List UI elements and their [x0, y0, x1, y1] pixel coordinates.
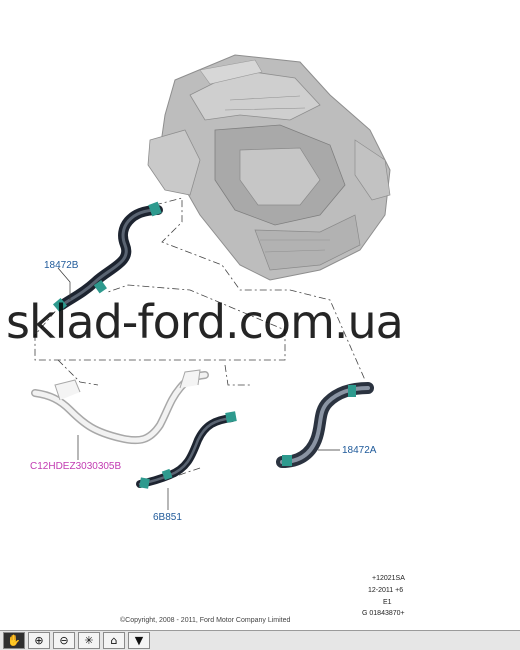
reference-block: +12021SA 12-2011 +6 E1 G 01843870+ [362, 575, 405, 617]
engine-block [147, 54, 391, 281]
coolant-pipe[interactable] [31, 369, 209, 445]
watermark: sklad-ford.com.ua [6, 295, 403, 349]
parts-diagram: 18472B C12HDEZ3030305B 18472A 6B851 skla… [6, 54, 405, 624]
ref-line: 12-2011 +6 [368, 587, 403, 594]
label-18472b: 18472B [44, 260, 79, 271]
label-6b851: 6B851 [153, 512, 182, 523]
zoom-out-icon[interactable]: ⊖ [53, 632, 75, 649]
copyright: ©Copyright, 2008 - 2011, Ford Motor Comp… [120, 616, 290, 624]
hose-18472a[interactable] [276, 382, 374, 468]
ref-line: +12021SA [372, 575, 405, 582]
dropdown-icon[interactable]: ▼ [128, 632, 150, 649]
home-icon[interactable]: ⌂ [103, 632, 125, 649]
ref-line: E1 [383, 599, 392, 606]
label-pipe: C12HDEZ3030305B [30, 461, 121, 472]
hose-18472b[interactable] [52, 201, 163, 313]
pan-icon[interactable]: ✋ [3, 632, 25, 649]
select-icon[interactable]: ✳ [78, 632, 100, 649]
zoom-in-icon[interactable]: ⊕ [28, 632, 50, 649]
label-18472a: 18472A [342, 445, 377, 456]
hose-6b851[interactable] [136, 411, 237, 489]
viewer-toolbar: ✋ ⊕ ⊖ ✳ ⌂ ▼ [0, 630, 520, 650]
ref-line: G 01843870+ [362, 610, 405, 617]
